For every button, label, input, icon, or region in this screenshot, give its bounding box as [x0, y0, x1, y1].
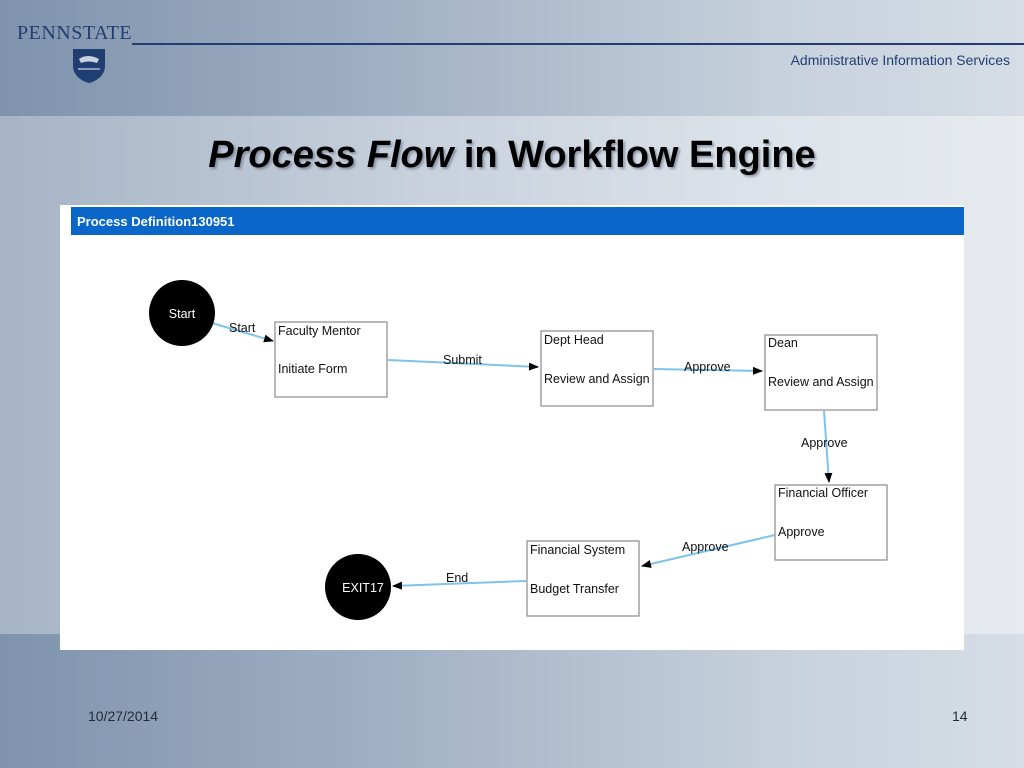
node-dept-title: Dept Head: [544, 333, 604, 347]
node-dean[interactable]: Dean Review and Assign: [764, 334, 878, 411]
footer-date: 10/27/2014: [88, 708, 159, 724]
edge-label-approve-2: Approve: [801, 436, 848, 450]
footer-band: [0, 634, 1024, 768]
edge-approve-dept-dean: Approve: [653, 360, 763, 375]
node-dept-action: Review and Assign: [544, 372, 650, 386]
edge-label-approve-3: Approve: [682, 540, 729, 554]
node-faculty-action: Initiate Form: [278, 362, 347, 376]
node-dean-title: Dean: [768, 336, 798, 350]
edge-label-end: End: [446, 571, 468, 585]
node-financial-officer[interactable]: Financial Officer Approve: [774, 484, 888, 561]
title-rest: in Workflow Engine: [453, 134, 816, 176]
org-name: Administrative Information Services: [790, 52, 1010, 68]
node-exit[interactable]: EXIT17: [325, 554, 391, 620]
process-panel: Process Definition130951 Start Submit Ap…: [60, 205, 964, 650]
node-system-action: Budget Transfer: [530, 582, 619, 596]
node-start-label: Start: [169, 307, 196, 321]
header-rule: [132, 43, 1024, 45]
panel-header: Process Definition130951: [71, 207, 964, 235]
shield-icon: [73, 49, 105, 83]
workflow-diagram: Start Submit Approve Approve Approve End…: [149, 280, 888, 620]
pennstate-logo-text: PENNSTATE: [17, 22, 133, 44]
node-faculty-title: Faculty Mentor: [278, 324, 361, 338]
edge-approve-dean-officer: Approve: [801, 410, 848, 483]
node-faculty-mentor[interactable]: Faculty Mentor Initiate Form: [274, 321, 388, 398]
edge-submit: Submit: [387, 353, 539, 371]
node-financial-system[interactable]: Financial System Budget Transfer: [526, 540, 640, 617]
edge-label-approve-1: Approve: [684, 360, 731, 374]
node-officer-action: Approve: [778, 525, 825, 539]
node-exit-label: EXIT17: [342, 581, 384, 595]
edge-end: End: [392, 571, 527, 590]
panel-title: Process Definition130951: [77, 214, 235, 229]
node-officer-title: Financial Officer: [778, 486, 868, 500]
edge-approve-officer-system: Approve: [641, 534, 776, 568]
node-dean-action: Review and Assign: [768, 375, 874, 389]
title-italic: Process Flow: [208, 134, 454, 176]
node-system-title: Financial System: [530, 543, 625, 557]
edge-label-start: Start: [229, 321, 256, 335]
slide-title: Process Flow in Workflow Engine: [0, 134, 1024, 177]
edge-label-submit: Submit: [443, 353, 482, 367]
header-band: [0, 0, 1024, 116]
edge-start: Start: [211, 321, 274, 343]
node-start[interactable]: Start: [149, 280, 215, 346]
footer-page-number: 14: [952, 708, 968, 724]
node-dept-head[interactable]: Dept Head Review and Assign: [540, 330, 654, 407]
